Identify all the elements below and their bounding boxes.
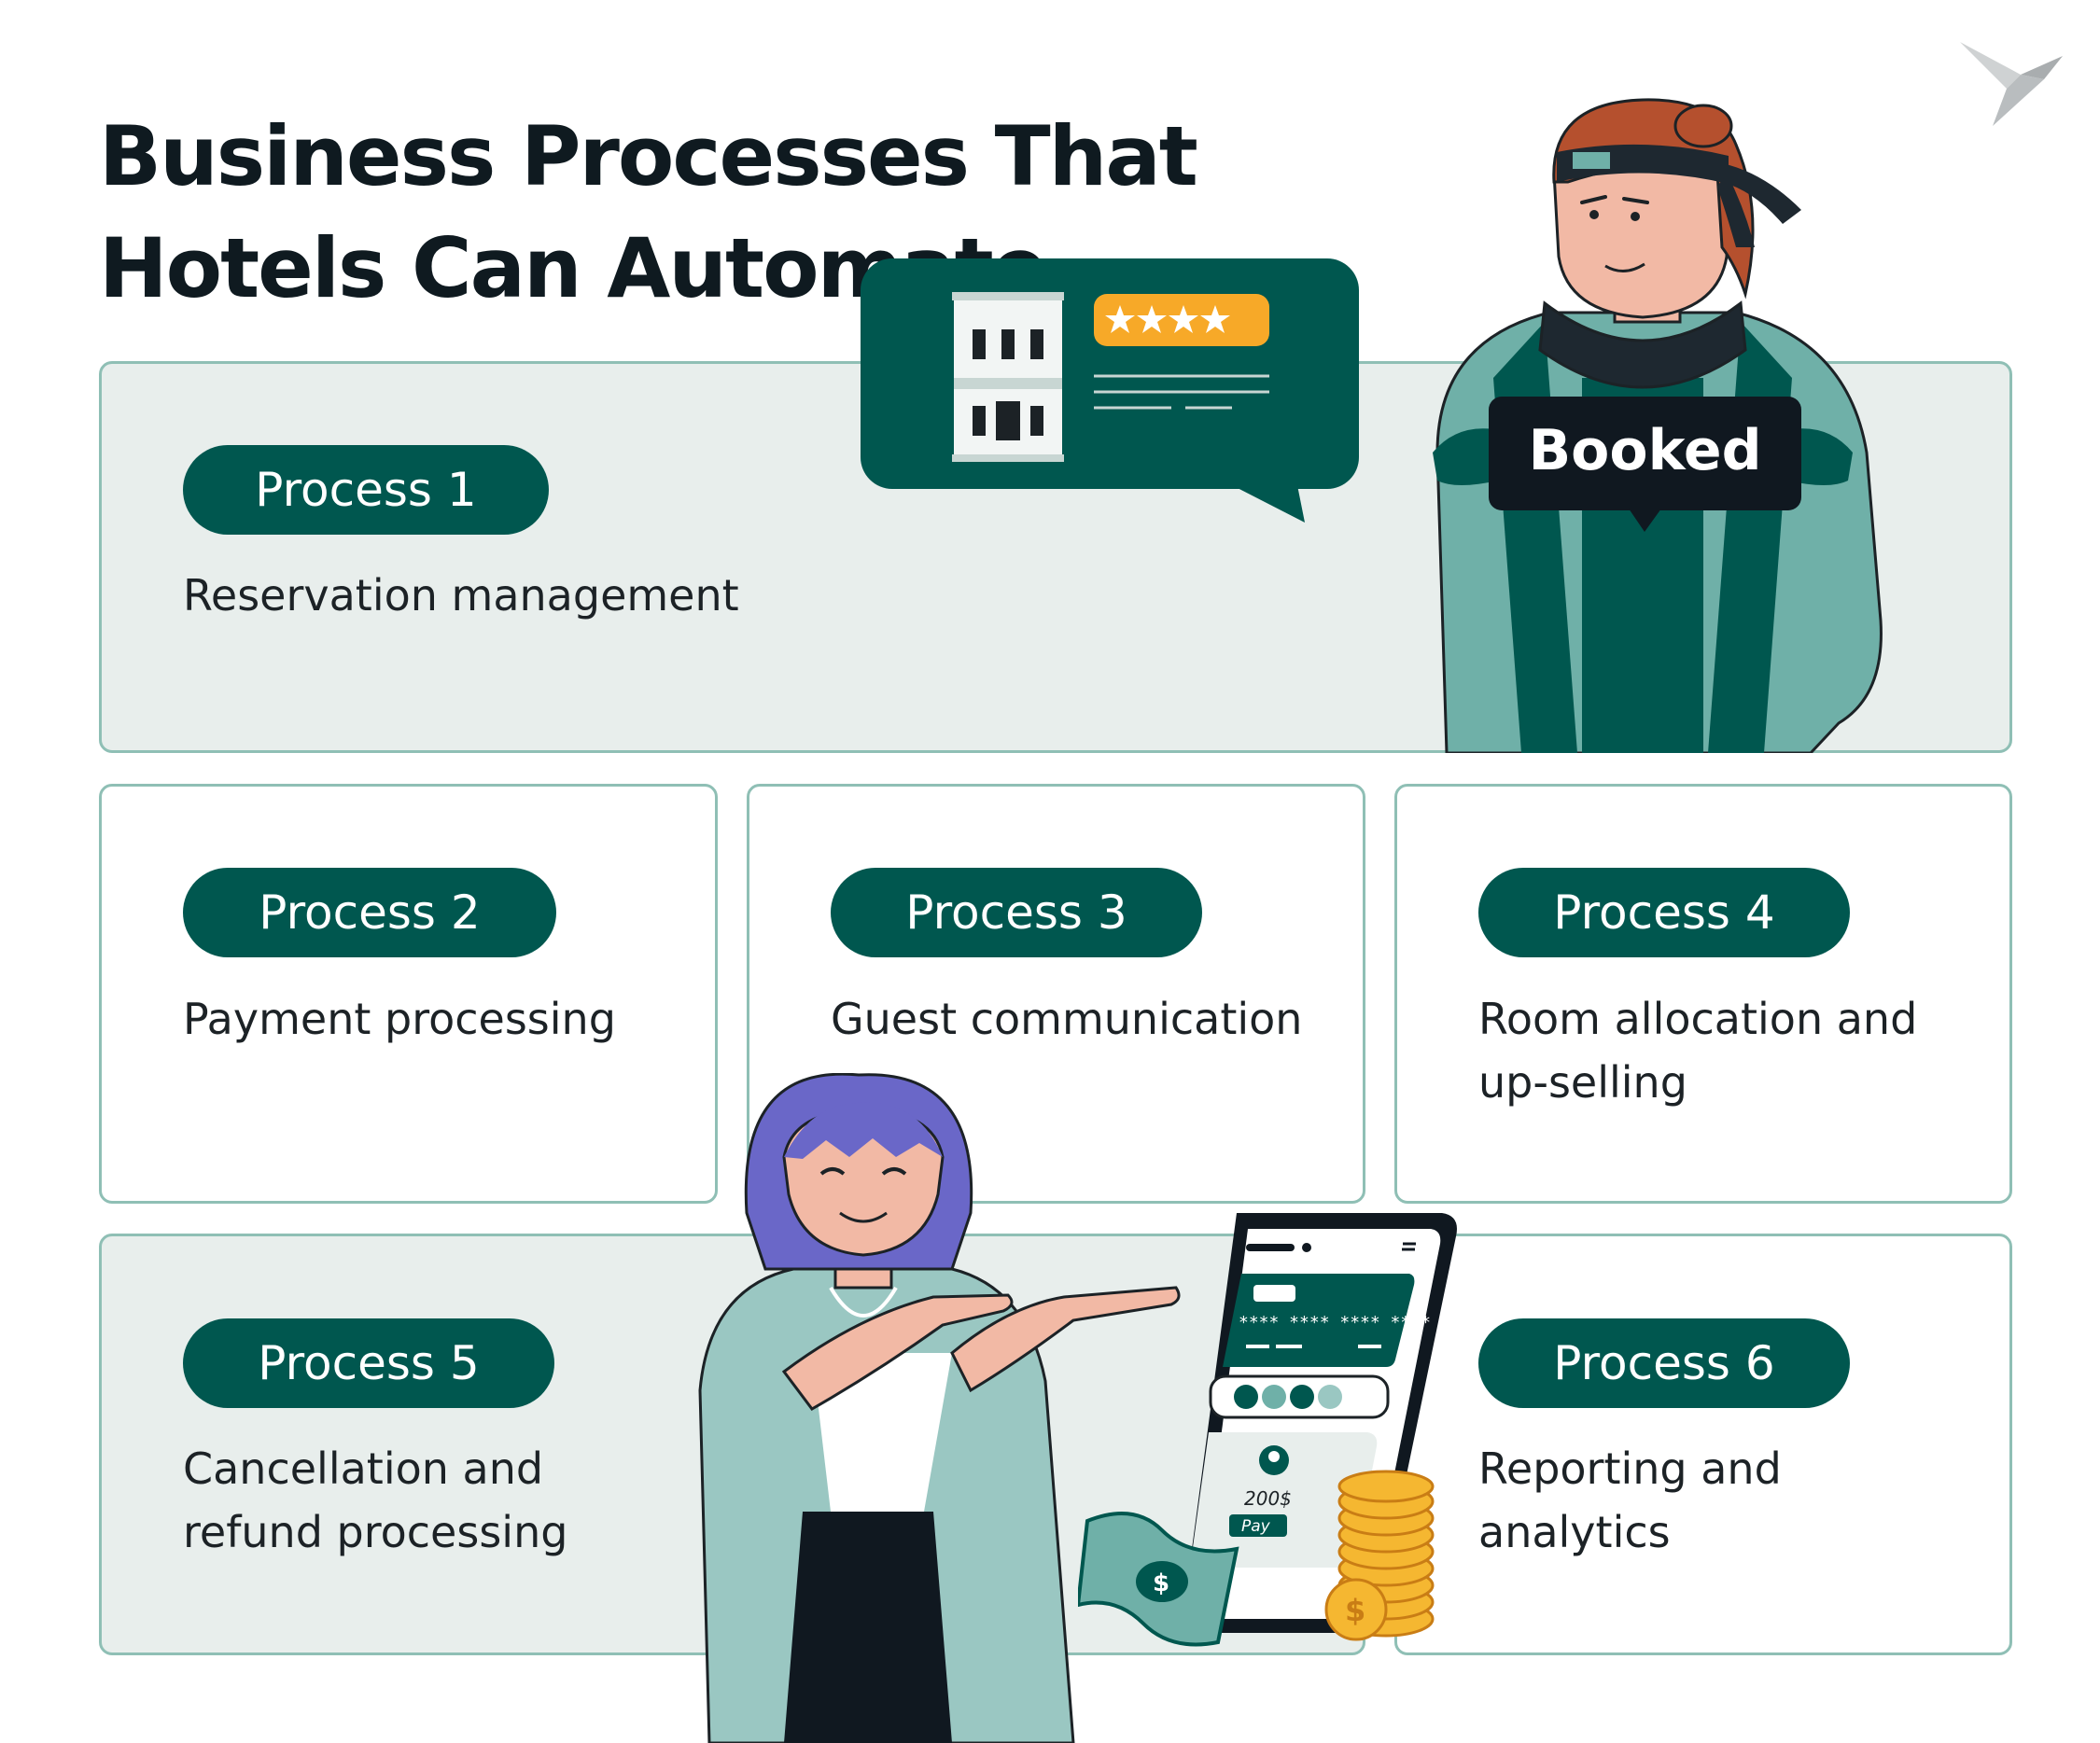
hotel-building-icon: [952, 292, 1064, 462]
process-card-2: [99, 784, 718, 1204]
process-2-description: Payment processing: [183, 994, 616, 1044]
user-icon: [1259, 1445, 1289, 1475]
coin-stack-icon: $: [1324, 1470, 1435, 1641]
page-title: Business Processes That Hotels Can Autom…: [99, 108, 1198, 316]
process-1-description: Reservation management: [183, 570, 739, 621]
payment-amount: 200$: [1244, 1487, 1292, 1510]
process-5-badge: Process 5: [183, 1318, 554, 1408]
process-6-description: Reporting and analytics: [1478, 1443, 1782, 1557]
process-5-description: Cancellation and refund processing: [183, 1443, 568, 1557]
payment-phone-illustration: **** **** **** **** 200$ Pay: [1181, 1213, 1457, 1633]
process-4-description: Room allocation and up-selling: [1478, 994, 1918, 1108]
woman-pointing-illustration: [698, 1073, 1181, 1743]
process-2-badge: Process 2: [183, 868, 556, 957]
process-card-4: [1394, 784, 2012, 1204]
credit-card-icon: [1223, 1274, 1415, 1367]
star-icon: [1105, 305, 1230, 333]
process-card-6: [1394, 1234, 2012, 1655]
card-number: **** **** **** ****: [1239, 1313, 1431, 1332]
pay-button: Pay: [1241, 1517, 1271, 1536]
process-3-description: Guest communication: [831, 994, 1303, 1044]
process-6-badge: Process 6: [1478, 1318, 1850, 1408]
svg-text:$: $: [1153, 1569, 1169, 1597]
bird-logo-icon: [1960, 42, 2063, 126]
hotel-review-bubble: [861, 258, 1359, 523]
process-3-badge: Process 3: [831, 868, 1202, 957]
dollar-banknote-icon: $: [1078, 1512, 1239, 1647]
booked-label: Booked: [1528, 418, 1762, 483]
svg-text:$: $: [1345, 1593, 1365, 1628]
booked-tooltip: [1489, 397, 1801, 532]
menu-icon: [1402, 1242, 1416, 1251]
process-4-badge: Process 4: [1478, 868, 1850, 957]
process-1-badge: Process 1: [183, 445, 549, 535]
